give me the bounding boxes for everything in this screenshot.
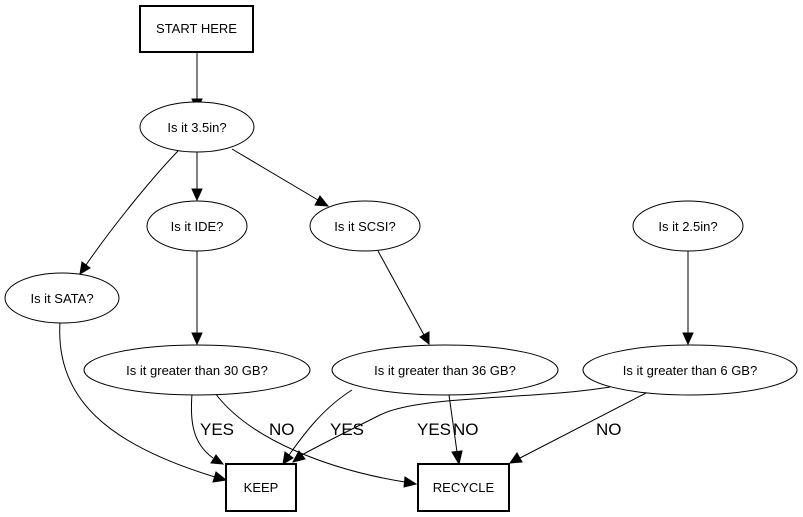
arrowhead [79, 261, 91, 275]
edge-6gb-no-to-recycle [519, 391, 649, 459]
node-is-sata: Is it SATA? [4, 272, 120, 324]
arrowhead [191, 188, 203, 202]
node-label-is-25in: Is it 2.5in? [658, 219, 717, 234]
edge-scsi-to-36gb [377, 250, 425, 336]
edge-36gb-no-to-recycle [448, 394, 458, 453]
node-greater-than-6gb: Is it greater than 6 GB? [582, 344, 798, 396]
arrowhead [191, 332, 203, 346]
arrowhead [508, 452, 523, 464]
arrowhead [451, 450, 463, 466]
node-start: START HERE [139, 5, 254, 53]
node-is-35in: Is it 3.5in? [139, 101, 255, 153]
edge-label-30gb-yes: YES [200, 420, 234, 439]
arrowhead [682, 332, 694, 346]
arrowhead [212, 471, 228, 483]
node-is-25in: Is it 2.5in? [632, 200, 744, 252]
node-greater-than-36gb: Is it greater than 36 GB? [331, 344, 559, 396]
edge-label-6gb-yes: YES [417, 420, 451, 439]
edge-label-6gb-no: NO [596, 420, 622, 439]
node-label-start: START HERE [156, 21, 237, 36]
edge-35in-to-scsi [231, 148, 319, 201]
edges [59, 53, 694, 488]
node-label-is-35in: Is it 3.5in? [167, 120, 226, 135]
arrowhead [403, 476, 418, 488]
edge-labels: YES NO YES NO YES NO [200, 420, 622, 439]
edge-label-30gb-no: NO [269, 420, 295, 439]
edge-6gb-yes-to-keep [301, 386, 611, 456]
arrowhead [282, 451, 294, 465]
node-label-keep: KEEP [244, 480, 279, 495]
node-label-is-ide: Is it IDE? [171, 219, 224, 234]
edge-30gb-no-to-recycle [214, 392, 406, 483]
edge-label-36gb-no: NO [453, 420, 479, 439]
edge-36gb-yes-to-keep [288, 389, 353, 456]
node-is-scsi: Is it SCSI? [309, 200, 421, 252]
node-label-greater-than-36gb: Is it greater than 36 GB? [374, 363, 516, 378]
node-is-ide: Is it IDE? [146, 200, 248, 252]
node-label-is-sata: Is it SATA? [30, 291, 93, 306]
node-label-greater-than-30gb: Is it greater than 30 GB? [126, 363, 268, 378]
edge-sata-to-keep [59, 321, 216, 478]
edge-30gb-yes-to-keep [190, 393, 214, 459]
node-label-greater-than-6gb: Is it greater than 6 GB? [623, 363, 757, 378]
edge-35in-to-sata [85, 150, 179, 266]
arrowhead [419, 331, 430, 346]
node-keep: KEEP [225, 463, 297, 512]
node-recycle: RECYCLE [417, 463, 510, 512]
arrowhead [292, 450, 306, 463]
node-label-is-scsi: Is it SCSI? [334, 219, 395, 234]
node-greater-than-30gb: Is it greater than 30 GB? [83, 344, 311, 396]
arrowhead [210, 454, 225, 465]
node-label-recycle: RECYCLE [433, 480, 495, 495]
arrowhead [314, 195, 330, 207]
edge-label-36gb-yes: YES [330, 420, 364, 439]
